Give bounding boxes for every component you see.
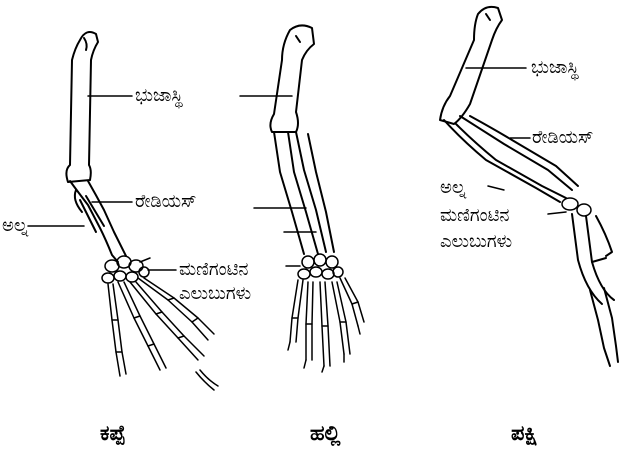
- bird-carpals: [562, 198, 591, 216]
- bird-carpals-label-line1: ಮಣಿಗಂಟಿನ: [440, 206, 509, 226]
- frog-caption: ಕಪ್ಪೆ: [100, 421, 125, 445]
- lizard-carpals: [298, 254, 343, 279]
- frog-carpals-label-line2: ಎಲುಬುಗಳು: [179, 284, 251, 304]
- bird-humerus-label: ಭುಜಾಸ್ಥಿ: [531, 58, 579, 78]
- bird-radius-label: ರೇಡಿಯಸ್: [532, 128, 593, 148]
- frog-carpals-label-line1: ಮಣಿಗಂಟಿನ: [179, 260, 248, 280]
- lizard-caption: ಹಲ್ಲಿ: [310, 421, 340, 445]
- bird-carpals-label-line2: ಎಲುಬುಗಳು: [440, 232, 512, 252]
- frog-leader-lines: [28, 96, 176, 270]
- lizard-forearm: [274, 132, 334, 254]
- bird-hand: [572, 214, 618, 366]
- frog-ulna-label: ಅಲ್ನ: [2, 216, 28, 236]
- frog-carpals: [102, 256, 150, 283]
- bird-humerus: [440, 7, 502, 124]
- lizard-limb: [240, 25, 364, 372]
- frog-humerus-label: ಭುಜಾಸ್ಥಿ: [135, 86, 183, 106]
- bird-caption: ಪಕ್ಷಿ: [511, 421, 538, 445]
- bird-ulna-label: ಅಲ್ನ: [440, 178, 466, 198]
- frog-humerus: [66, 32, 98, 182]
- lizard-digits: [288, 278, 364, 372]
- frog-forearm: [70, 181, 126, 262]
- lizard-leader-lines: [240, 96, 316, 266]
- lizard-humerus: [270, 25, 314, 132]
- frog-radius-label: ರೇಡಿಯಸ್: [135, 192, 196, 212]
- bird-limb: [440, 7, 618, 366]
